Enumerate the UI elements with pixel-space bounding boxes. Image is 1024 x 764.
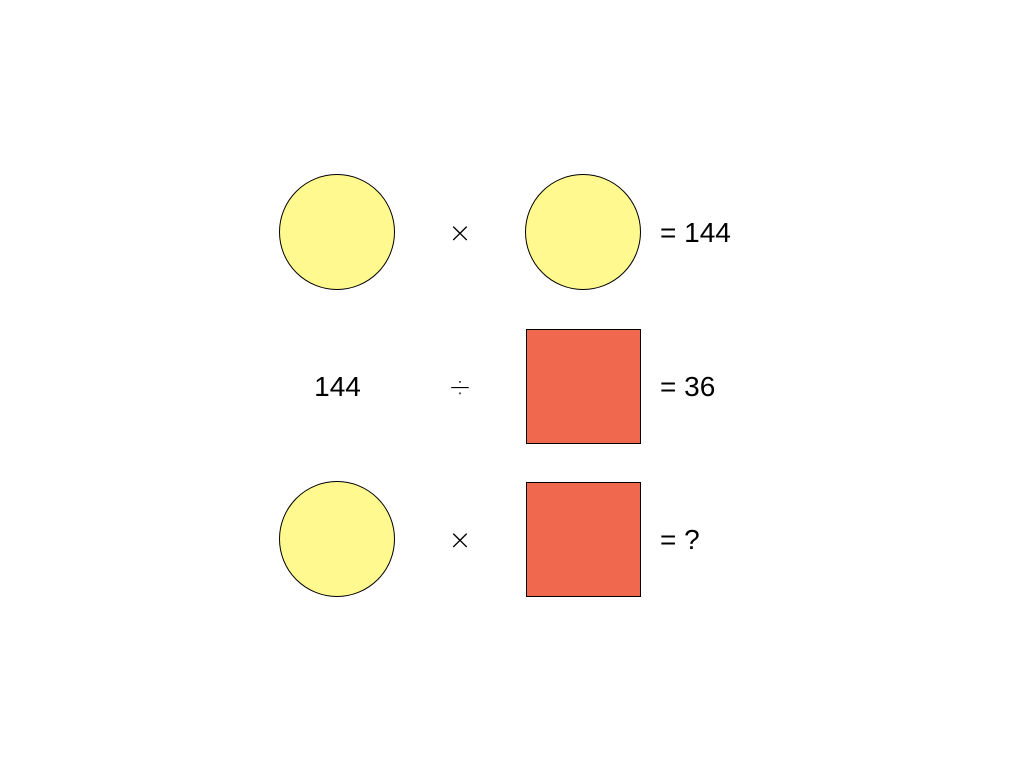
equation-result: = 36 bbox=[660, 371, 716, 402]
red-square bbox=[526, 482, 641, 597]
equation-result-unknown: = ? bbox=[660, 524, 700, 555]
equation-row-3: × = ? bbox=[0, 480, 1024, 600]
yellow-circle bbox=[525, 174, 641, 290]
red-square bbox=[526, 329, 641, 444]
equation-row-1: × = 144 bbox=[0, 173, 1024, 293]
equation-result: = 144 bbox=[660, 217, 731, 248]
equation-row-2: 144 ÷ = 36 bbox=[0, 327, 1024, 447]
multiply-operator: × bbox=[448, 216, 472, 249]
number-operand: 144 bbox=[314, 371, 361, 402]
divide-operator: ÷ bbox=[448, 370, 472, 403]
multiply-operator: × bbox=[448, 523, 472, 556]
yellow-circle bbox=[279, 174, 395, 290]
yellow-circle bbox=[279, 481, 395, 597]
